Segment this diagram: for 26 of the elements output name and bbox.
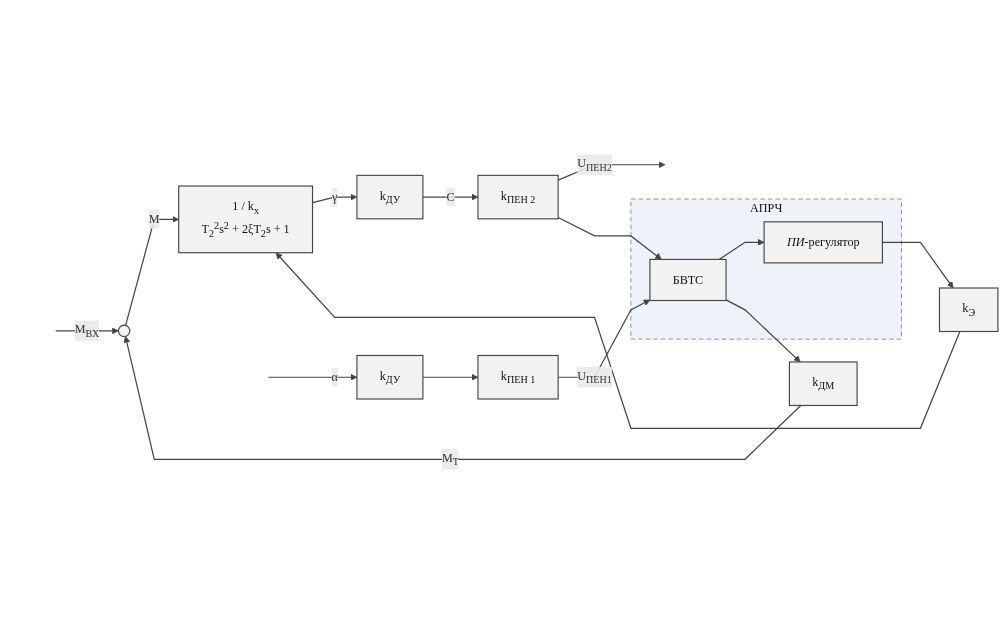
node-box: k$_{ДУ}$ [355,174,423,220]
node-box: 1 / k$_{x}$ T$_{2}$$^{2}$s$^{2}$ + 2ξT$_{2}$s + 1 [177,185,313,254]
edge-label: M$_{Т}$ [441,451,459,468]
arrow [881,241,953,289]
edge-label: γ [331,190,337,204]
arrow [718,239,764,261]
node-box: k$_{ПЕН 1}$ [476,354,559,400]
arrow [124,216,179,326]
arrow [275,252,960,429]
edge-label: M$_{ВХ}$ [74,322,99,339]
edge-label: U$_{ПЕН1}$ [576,369,612,386]
node-box: ПИ-регулятор [763,221,883,264]
node-circle [117,324,130,338]
node-box: k$_{ДУ}$ [355,354,423,400]
edge-label: U$_{ПЕН2}$ [576,156,612,173]
edge-label: M [148,212,160,226]
edge-label: α [331,370,338,384]
node-box: k$_{ДМ}$ [788,361,858,406]
arrow [267,373,357,381]
edge-label: C [445,190,454,204]
arrow [557,216,662,260]
node-box: k$_{Э}$ [938,287,998,333]
node-box: k$_{ПЕН 2}$ [476,174,559,220]
node-box: БВТС [648,258,727,302]
arrow [724,299,801,363]
arrow [123,336,801,460]
